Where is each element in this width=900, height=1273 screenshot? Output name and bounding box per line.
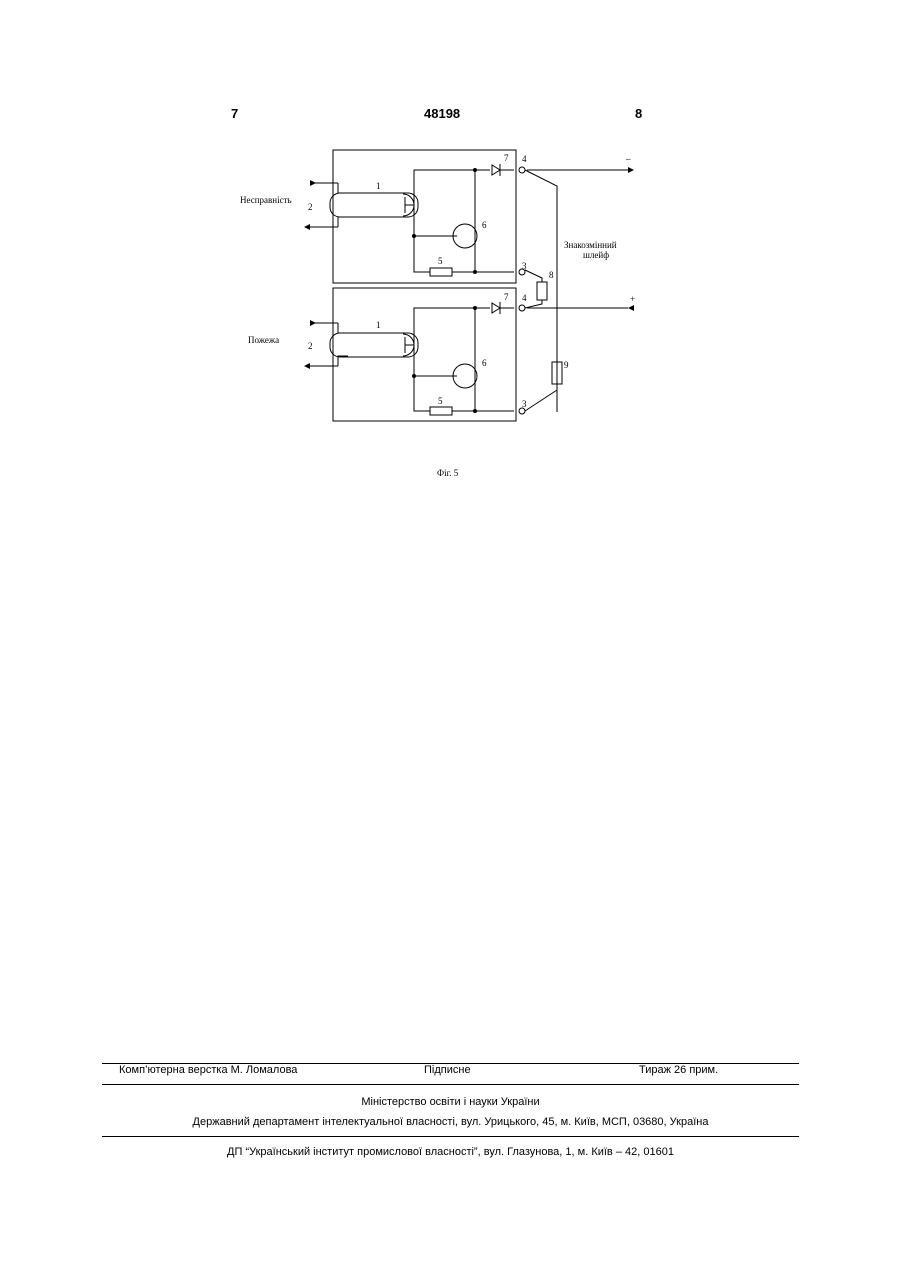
num-6-lower: 6	[482, 358, 487, 368]
num-2-upper: 2	[308, 202, 313, 212]
patent-number: 48198	[424, 106, 460, 121]
label-plus: +	[630, 294, 635, 304]
imprint-rule-bottom	[102, 1136, 799, 1137]
resistor-8	[537, 282, 547, 300]
num-2-lower: 2	[308, 341, 313, 351]
label-loop-line1: Знакозмінний	[564, 240, 617, 250]
layout-credit: Комп’ютерна верстка М. Ломалова	[119, 1064, 297, 1076]
num-6-upper: 6	[482, 220, 487, 230]
figure-caption: Фіг. 5	[437, 468, 458, 478]
department-line: Державний департамент інтелектуальної вл…	[102, 1116, 799, 1128]
num-4-upper: 4	[522, 154, 527, 164]
resistor-5	[430, 268, 452, 276]
num-7-upper: 7	[504, 153, 509, 163]
num-3-upper: 3	[522, 261, 527, 271]
label-fault: Несправність	[240, 195, 292, 205]
institute-line: ДП “Український інститут промислової вла…	[102, 1146, 799, 1158]
page-number-right: 8	[635, 106, 642, 121]
page-number-left: 7	[231, 106, 238, 121]
print-run: Тираж 26 прим.	[639, 1064, 718, 1076]
num-5-upper: 5	[438, 256, 443, 266]
num-9: 9	[564, 360, 569, 370]
label-fire: Пожежа	[248, 335, 279, 345]
num-5-lower: 5	[438, 396, 443, 406]
ministry-line: Міністерство освіти і науки України	[102, 1096, 799, 1108]
num-7-lower: 7	[504, 292, 509, 302]
label-minus: –	[625, 154, 631, 164]
num-3-lower: 3	[522, 399, 527, 409]
label-loop-line2: шлейф	[583, 250, 609, 260]
num-1-upper: 1	[376, 181, 381, 191]
signed-note: Підписне	[424, 1064, 471, 1076]
circuit-diagram: Несправність Пожежа Знакозмінний шлейф –…	[220, 140, 660, 440]
num-1-lower: 1	[376, 320, 381, 330]
diode-7	[492, 165, 500, 175]
num-4-lower: 4	[522, 293, 527, 303]
num-8: 8	[549, 270, 554, 280]
imprint-rule-middle	[102, 1084, 799, 1085]
